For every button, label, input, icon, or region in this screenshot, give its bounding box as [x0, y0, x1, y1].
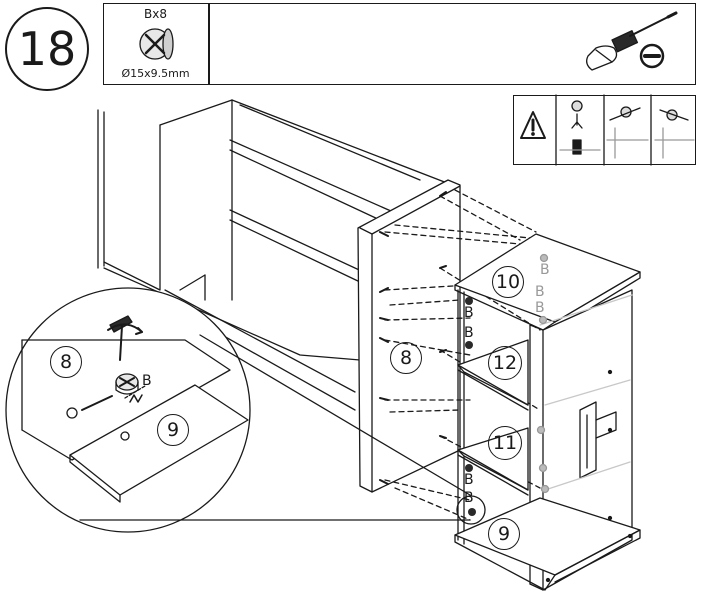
- fitting-label-2: B: [464, 325, 474, 341]
- faded-fitting-label-3: B: [535, 300, 545, 316]
- cam-locked-icon: [654, 109, 695, 159]
- cam-lock-icon: [139, 28, 174, 60]
- cam-turn-icon: [606, 106, 649, 159]
- flathead-screwdriver-icon: [586, 11, 678, 71]
- detail-callout-9: 9: [157, 414, 189, 446]
- parts-divider: [208, 3, 210, 85]
- fitting-label-3: B: [464, 472, 474, 488]
- ghost-lines: [539, 294, 633, 491]
- callout-panel-10: 10: [492, 266, 524, 298]
- callout-panel-8: 8: [390, 342, 422, 374]
- step-number-text: 18: [17, 22, 77, 76]
- detail-panel-9: [69, 384, 249, 503]
- minus-blade-icon: [639, 43, 665, 69]
- top-panel-10: [454, 233, 641, 331]
- fitting-label-1: B: [464, 305, 474, 321]
- bottom-panel-9: [454, 497, 641, 591]
- fitting-label-4: B: [464, 490, 474, 506]
- detail-panel-8: [21, 339, 231, 461]
- faded-cam-fittings: [536, 253, 550, 494]
- detail-cam-lock-icon: [115, 373, 139, 395]
- panel-8-dowels: [379, 191, 447, 485]
- callout-panel-12: 12: [488, 346, 522, 380]
- door-handle: [579, 401, 617, 479]
- detail-screwdriver-icon: [107, 315, 143, 361]
- cam-fittings: [465, 297, 476, 516]
- cam-insert-icon: [559, 100, 601, 155]
- faded-fitting-label-1: B: [540, 262, 550, 278]
- warning-triangle-icon: [520, 111, 546, 139]
- detail-cam-bolt-icon: [66, 385, 146, 419]
- part-quantity-label: Bx8: [144, 7, 167, 21]
- warning-strip-dividers: [555, 94, 652, 166]
- detail-callout-8: 8: [50, 346, 82, 378]
- faded-fitting-label-2: B: [535, 284, 545, 300]
- unit-left-edges: [457, 289, 465, 545]
- detail-fitting-label: B: [142, 373, 152, 389]
- parts-panel: [103, 3, 696, 85]
- callout-panel-11: 11: [488, 426, 522, 460]
- part-dimension-label: Ø15x9.5mm: [121, 67, 190, 80]
- step-number: 18: [5, 7, 89, 91]
- callout-panel-9: 9: [488, 518, 520, 550]
